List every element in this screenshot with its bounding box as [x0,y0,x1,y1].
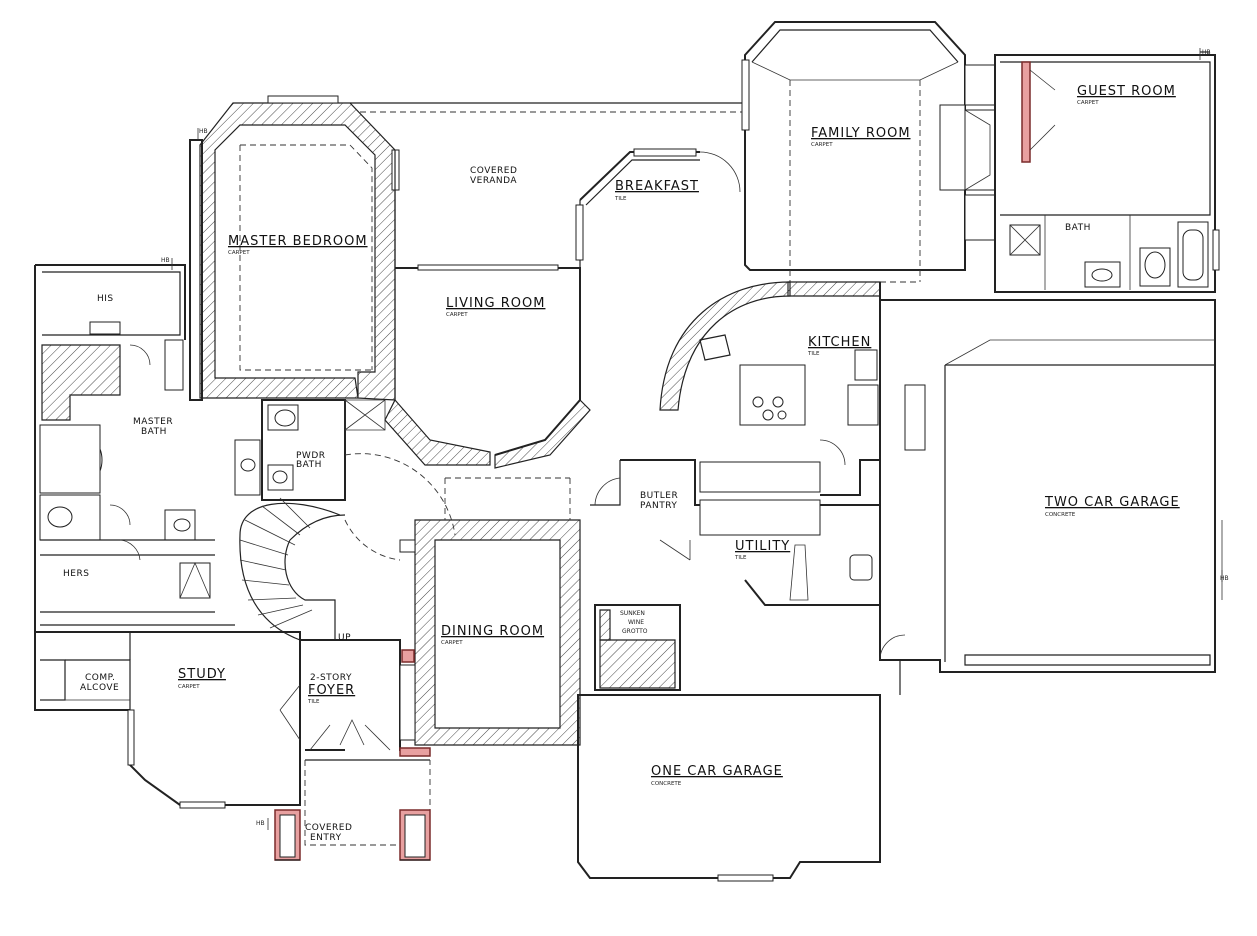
room-name-dining-room: DINING ROOM [441,624,544,639]
foyer-entry [274,639,431,861]
room-name-two-car-garage: TWO CAR GARAGE [1044,495,1180,510]
master-bath-walls [34,264,261,711]
label-foyer-floor: TILE [307,699,320,705]
label-comp-alcove-2: ALCOVE [80,683,119,693]
room-floor-guest-room: CARPET [1077,100,1099,106]
room-name-breakfast: BREAKFAST [615,179,699,194]
study-walls [35,631,301,809]
room-floor-two-car-garage: CONCRETE [1045,512,1076,518]
label-powder-bath-2: BATH [296,460,322,470]
label-comp-alcove-1: COMP. [85,673,116,683]
room-labels: MASTER BEDROOM CARPET LIVING ROOM CARPET… [178,84,1180,787]
label-foyer-2: FOYER [308,683,355,698]
label-hose-bib-5: HB [256,820,265,827]
utility-area [590,459,881,606]
label-master-bath-2: BATH [141,427,167,437]
room-floor-living-room: CARPET [446,312,468,318]
label-hose-bib-3: HB [1202,49,1211,56]
secondary-labels: COVERED VERANDA HIS HERS MASTER BATH PWD… [63,49,1229,843]
room-floor-kitchen: TILE [807,351,820,357]
room-floor-master-bedroom: CARPET [228,250,250,256]
room-name-master-bedroom: MASTER BEDROOM [228,234,368,249]
dining-room-walls [399,477,581,746]
room-floor-study: CARPET [178,684,200,690]
label-covered-entry-1: COVERED [305,823,352,833]
label-hers: HERS [63,569,89,579]
label-powder-bath-1: PWDR [296,451,326,461]
curved-staircase [239,497,346,641]
label-hose-bib-2: HB [161,257,170,264]
label-hose-bib-4: HB [1220,575,1229,582]
label-foyer-1: 2-STORY [310,673,352,683]
label-stair-up: UP [338,633,351,643]
label-butler-pantry-1: BUTLER [640,491,678,501]
room-name-family-room: FAMILY ROOM [811,126,911,141]
guest-room-walls [994,51,1220,293]
family-room-walls [741,21,996,283]
living-room-walls [384,200,591,469]
label-hose-bib-1: HB [199,128,208,135]
label-grotto-2: WINE [628,619,644,626]
kitchen-walls [659,281,926,496]
hose-bibs [171,48,1223,830]
room-floor-dining-room: CARPET [441,640,463,646]
label-covered-veranda-2: VERANDA [470,176,517,186]
room-floor-breakfast: TILE [614,196,627,202]
room-name-utility: UTILITY [735,539,790,554]
label-grotto-1: SUNKEN [620,610,645,617]
label-covered-veranda-1: COVERED [470,166,517,176]
room-name-guest-room: GUEST ROOM [1077,84,1176,99]
room-name-study: STUDY [178,667,226,682]
room-floor-utility: TILE [734,555,747,561]
label-grotto-3: GROTTO [622,628,648,635]
foyer-dome [344,453,456,561]
room-name-one-car-garage: ONE CAR GARAGE [651,764,783,779]
room-floor-one-car-garage: CONCRETE [651,781,682,787]
room-floor-family-room: CARPET [811,142,833,148]
room-name-kitchen: KITCHEN [808,335,871,350]
one-car-garage [577,634,906,882]
breakfast-walls [575,148,741,261]
label-covered-entry-2: ENTRY [310,833,342,843]
label-guest-bath: BATH [1065,223,1091,233]
label-butler-pantry-2: PANTRY [640,501,677,511]
label-his: HIS [97,294,114,304]
label-master-bath-1: MASTER [133,417,173,427]
room-name-living-room: LIVING ROOM [446,296,545,311]
covered-veranda [350,102,745,400]
two-car-garage [879,299,1223,673]
powder-bath-walls [261,399,386,501]
wine-grotto [594,604,681,691]
